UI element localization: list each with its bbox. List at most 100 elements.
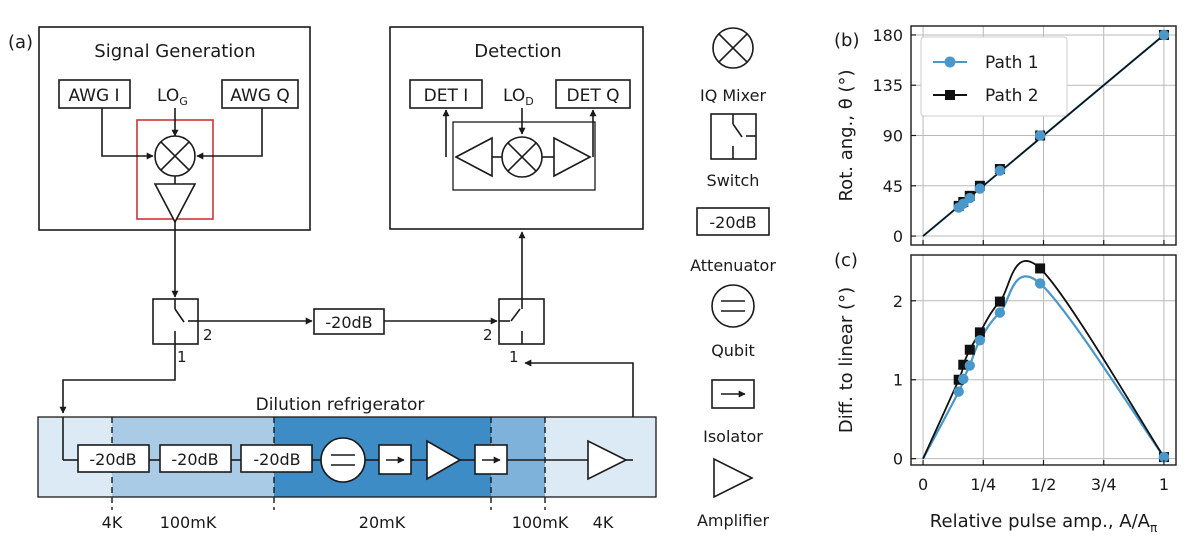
- switch-right-port-2: 2: [483, 326, 493, 344]
- amplifier-icon: [713, 457, 754, 499]
- panel-label-c: (c): [834, 250, 858, 271]
- x-tick-label: 1/2: [1031, 475, 1057, 494]
- path1-point: [953, 386, 964, 397]
- path1-point: [994, 165, 1006, 176]
- signal-generation-title: Signal Generation: [94, 41, 255, 62]
- x-tick-label: 0: [918, 475, 928, 494]
- awg-i-wire: [101, 108, 154, 160]
- qubit-icon: [711, 284, 755, 328]
- panel-label-b: (b): [834, 30, 859, 51]
- path1-point: [964, 192, 975, 204]
- path1-point: [1034, 130, 1046, 141]
- chart-diff-to-linear: 0 1 2 0 1/4 1/2 3/4 1 Diff. to linear (°) Relativ…: [836, 254, 1177, 535]
- stage-label-100mk-left: 100mK: [160, 513, 217, 532]
- stage-label-100mk-right: 100mK: [512, 513, 569, 532]
- y-axis-label: Rot. ang., θ (°): [836, 69, 857, 201]
- stage-label-4k-right: 4K: [593, 513, 614, 532]
- bypass-attenuator-label: -20dB: [325, 313, 372, 332]
- qubit-icon: [320, 437, 366, 483]
- path1-point: [964, 360, 975, 371]
- path1-point: [1158, 451, 1170, 463]
- switch-left-port-2: 2: [203, 326, 213, 344]
- path1-point: [1034, 278, 1046, 289]
- path2-point: [994, 296, 1005, 307]
- attenuator-box: [77, 444, 150, 473]
- detection-inner-frame: [452, 121, 596, 191]
- det-q-box: [555, 79, 631, 109]
- switch-right-port-1: 1: [509, 348, 519, 366]
- awg-q-label: AWG Q: [230, 86, 289, 106]
- switch-right: 2 1: [483, 298, 545, 366]
- iq-mixer-icon: [712, 27, 754, 69]
- switch-icon: [710, 113, 757, 160]
- iq-mixer-icon: [154, 135, 196, 177]
- y-tick-label: 90: [883, 127, 903, 146]
- path1-point: [974, 335, 986, 346]
- iq-mixer-icon: [501, 136, 543, 178]
- component-legend: IQ Mixer Switch -20dB Attenuator Qubit I…: [690, 27, 776, 530]
- path2-point: [964, 344, 975, 355]
- det-q-label: DET Q: [566, 86, 619, 106]
- bypass-attenuator-box: [313, 308, 385, 335]
- x-tick-label: 1: [1159, 475, 1169, 494]
- isolator-icon: [711, 379, 755, 409]
- attenuator-box: [696, 207, 770, 236]
- amplifier-icon: [587, 439, 628, 481]
- legend-marker-path1: [944, 56, 956, 68]
- isolator-icon: [378, 444, 412, 475]
- fridge-frame: [37, 416, 657, 498]
- y-tick-label: 45: [883, 177, 903, 196]
- det-i-label: DET I: [424, 86, 469, 106]
- legend-qubit: Qubit: [711, 341, 755, 360]
- legend-isolator: Isolator: [703, 427, 763, 446]
- detection-frame: [389, 26, 644, 230]
- y-tick-label: 180: [872, 26, 903, 45]
- awg-q-wire: [196, 108, 263, 160]
- switch-left-port-1: 1: [177, 348, 187, 366]
- fridge-title: Dilution refrigerator: [256, 395, 425, 415]
- attenuator-box: [240, 444, 313, 473]
- path1-point: [1158, 29, 1170, 41]
- switch-left: 2 1: [152, 298, 213, 366]
- lo-d-label: LOD: [503, 86, 534, 108]
- legend-frame: [920, 36, 1068, 117]
- amplifier-icon: [454, 136, 493, 178]
- det-i-box: [409, 79, 483, 109]
- signal-generation-block: Signal Generation AWG I AWG Q LOG: [38, 26, 311, 231]
- fridge-attenuator-1: -20dB: [89, 450, 136, 469]
- y-tick-label: 2: [893, 292, 903, 311]
- y-tick-label: 1: [893, 371, 903, 390]
- awg-i-box: [58, 79, 131, 109]
- dilution-refrigerator: Dilution refrigerator -20dB -20dB -20dB: [37, 395, 657, 532]
- y-tick-label: 135: [872, 76, 903, 95]
- legend-attenuator: Attenuator: [690, 256, 776, 275]
- y-axis-label: Diff. to linear (°): [836, 287, 857, 433]
- stage-label-20mk: 20mK: [359, 513, 406, 532]
- x-tick-label: 3/4: [1091, 475, 1117, 494]
- x-axis-label: Relative pulse amp., A/Aπ: [930, 511, 1157, 535]
- isolator-icon: [474, 444, 508, 475]
- x-tick-label: 1/4: [970, 475, 996, 494]
- awg-q-box: [221, 79, 299, 109]
- amplifier-icon: [153, 183, 197, 224]
- detection-title: Detection: [474, 41, 561, 62]
- attenuator-box: [159, 444, 232, 473]
- y-tick-label: 0: [893, 450, 903, 469]
- path2-point: [1035, 263, 1046, 274]
- panel-label-a: (a): [8, 32, 33, 53]
- path2-point: [974, 327, 985, 338]
- legend-label-path1: Path 1: [985, 53, 1039, 73]
- legend-amplifier: Amplifier: [697, 511, 770, 530]
- legend-marker-path2: [945, 90, 955, 100]
- awg-i-label: AWG I: [68, 86, 119, 106]
- legend-iq-mixer: IQ Mixer: [700, 86, 766, 105]
- switch-to-fridge-wire: [59, 344, 176, 414]
- amplifier-icon: [426, 439, 462, 481]
- path1-point: [994, 307, 1006, 318]
- legend-attenuator-box: -20dB: [709, 213, 756, 232]
- detection-block: Detection DET I DET Q LOD: [389, 26, 644, 230]
- path1-point: [974, 183, 986, 194]
